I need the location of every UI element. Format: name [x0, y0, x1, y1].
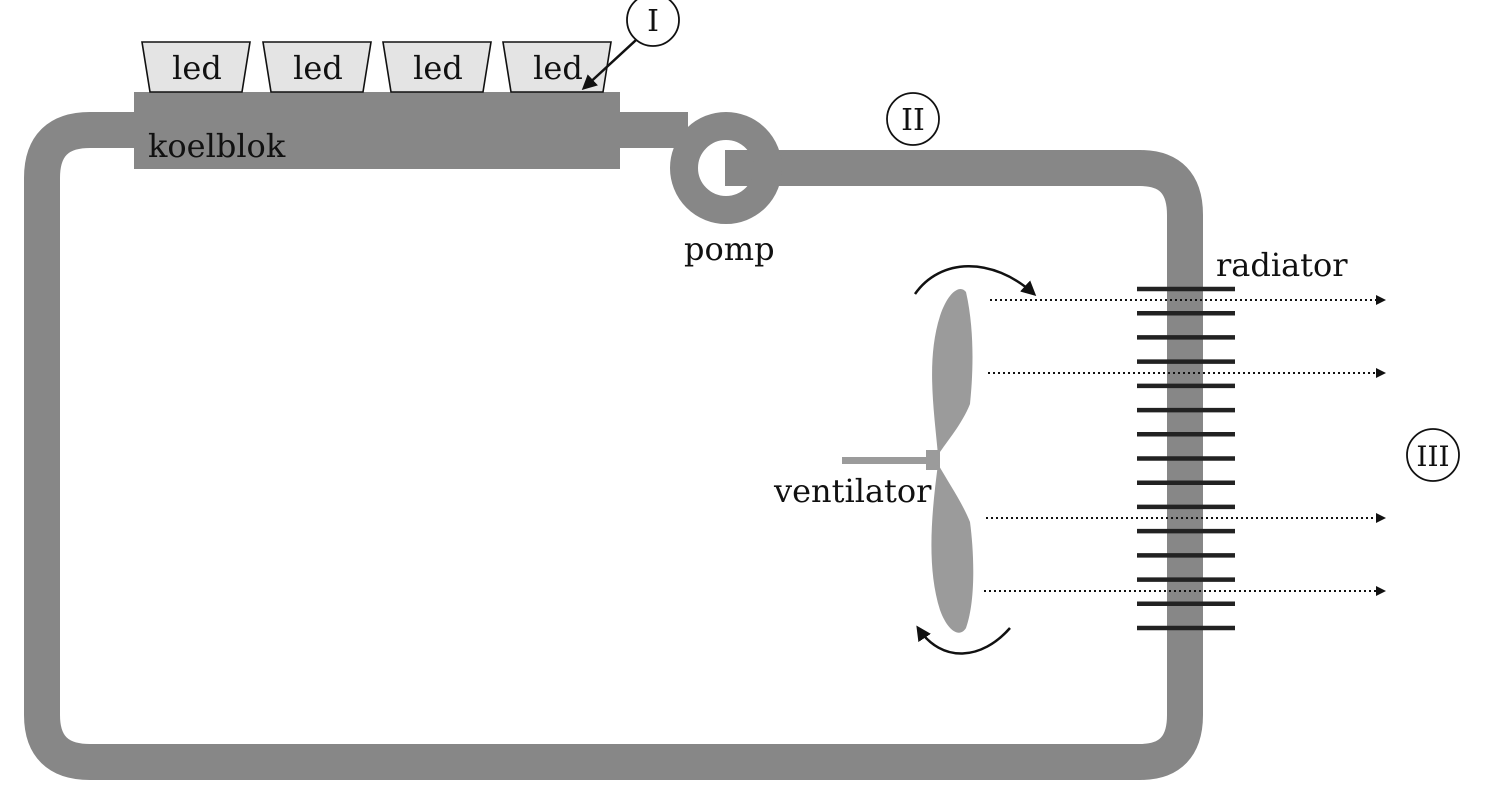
koelblok-label: koelblok [148, 127, 286, 165]
marker-3-circle [1406, 428, 1460, 482]
airflow-arrows [984, 295, 1386, 596]
coolant-tube [24, 112, 1203, 780]
ventilator-label: ventilator [773, 472, 932, 510]
rotation-arrow-bottom [916, 625, 1011, 655]
marker-3-label: III [1416, 440, 1449, 473]
radiator-fins [1137, 286, 1235, 631]
fan-blade-top [932, 289, 973, 455]
led-4: led [502, 41, 612, 93]
fan-blade-bottom [931, 464, 974, 633]
led-2: led [262, 41, 372, 93]
fan-shaft [842, 457, 934, 464]
led-3-label: led [413, 49, 463, 87]
pomp-label: pomp [684, 230, 775, 268]
led-2-label: led [293, 49, 343, 87]
led-1-label: led [172, 49, 222, 87]
koelblok-block [134, 92, 620, 169]
rotation-arrow-top [913, 265, 1037, 297]
pump-housing [670, 112, 782, 224]
marker-2-circle [886, 92, 940, 146]
led-row: led led led led [141, 41, 612, 93]
marker-1-pointer [581, 39, 637, 91]
marker-1-circle [626, 0, 680, 47]
led-1: led [141, 41, 251, 93]
marker-1-label: I [647, 4, 659, 39]
pump-inlet-stub [618, 112, 688, 148]
led-4-label: led [533, 49, 583, 87]
ventilator-fan [842, 289, 974, 633]
fan-hub [926, 450, 940, 470]
marker-2-label: II [901, 103, 925, 138]
led-3: led [382, 41, 492, 93]
radiator-label: radiator [1216, 246, 1348, 284]
